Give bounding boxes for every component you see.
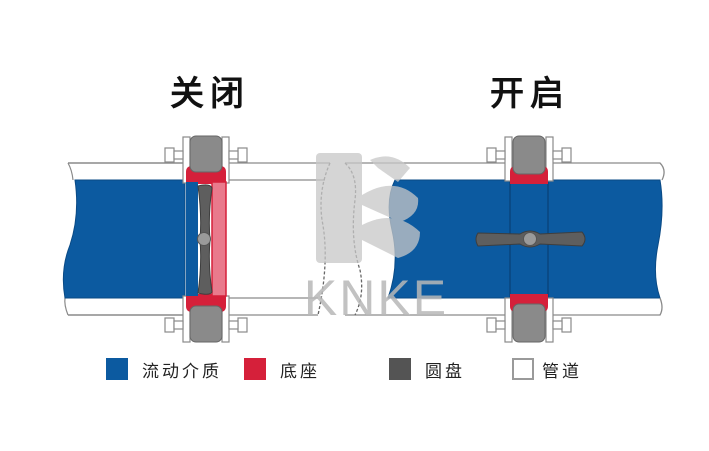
left-pipe-outline <box>68 162 185 316</box>
watermark-text: KNKE <box>304 270 448 326</box>
open-state-title: 开启 <box>490 74 570 114</box>
valve-body-top-open <box>512 135 546 175</box>
bolt-icon <box>486 147 572 333</box>
knke-watermark-logo <box>316 153 420 263</box>
pipe-downstream-closed <box>228 163 330 315</box>
legend-label: 流动介质 <box>142 361 222 382</box>
white-square-icon <box>512 358 534 380</box>
disc-shaft-closed <box>197 232 211 246</box>
flow-medium-upstream <box>62 179 186 299</box>
blue-square-icon <box>106 358 128 380</box>
red-square-icon <box>244 358 266 380</box>
legend-item-pipe: 管道 <box>512 356 582 382</box>
disc-shaft-open <box>523 232 537 246</box>
valve-body-bottom-closed <box>189 305 223 343</box>
legend: 流动介质 底座 圆盘 管道 <box>0 356 709 382</box>
closed-state-title: 关闭 <box>170 74 250 114</box>
legend-label: 底座 <box>280 361 320 382</box>
valve-body-top-closed <box>189 135 223 173</box>
legend-label: 管道 <box>542 361 582 382</box>
legend-item-seat: 底座 <box>244 356 320 382</box>
closed-valve-assembly <box>62 135 331 343</box>
seat-side-closed <box>211 181 227 297</box>
valve-body-bottom-open <box>512 303 546 343</box>
dark-gray-square-icon <box>389 358 411 380</box>
bolt-icon <box>164 147 248 333</box>
legend-label: 圆盘 <box>425 361 465 382</box>
legend-item-disc: 圆盘 <box>389 356 465 382</box>
open-valve-assembly <box>344 135 665 343</box>
legend-item-flow-medium: 流动介质 <box>106 356 222 382</box>
flow-medium-open-downstream <box>547 179 663 299</box>
